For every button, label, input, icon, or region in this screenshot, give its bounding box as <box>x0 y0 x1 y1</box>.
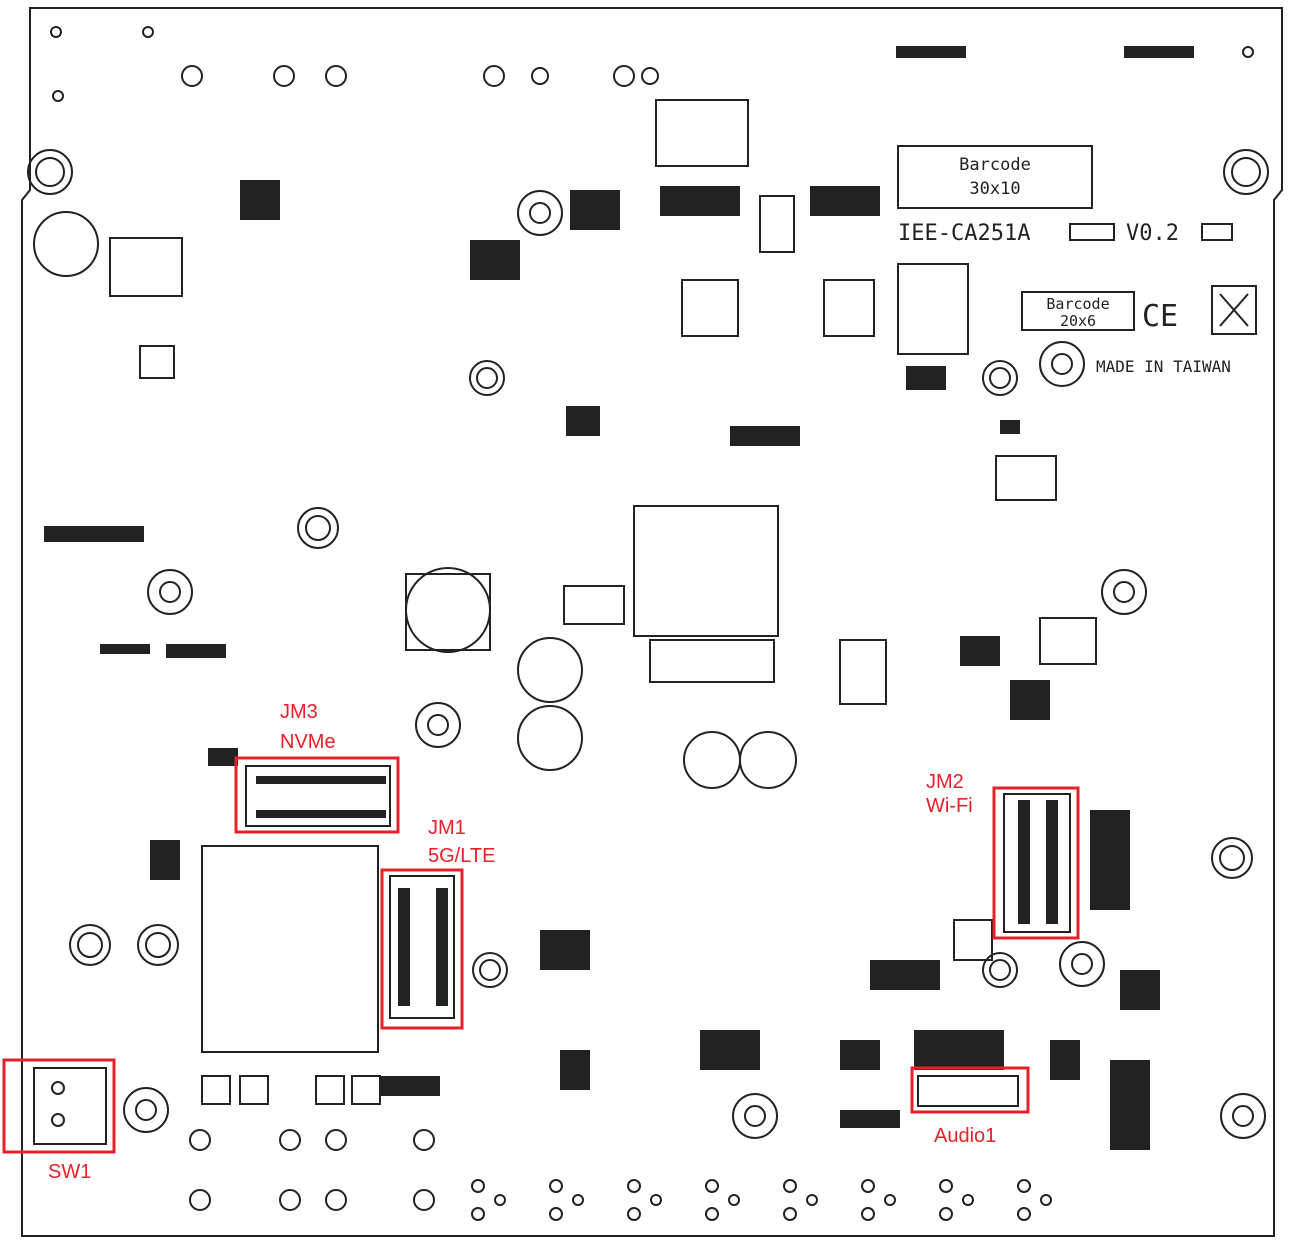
jm1-name-label: JM1 <box>428 817 466 839</box>
soc-package <box>201 845 379 1053</box>
callout-box-jm2 <box>992 786 1080 940</box>
callout-box-audio1 <box>910 1066 1030 1114</box>
weee-symbol-box <box>1211 285 1257 335</box>
barcode-small-box <box>1021 291 1135 331</box>
top-connector-pads <box>50 26 1254 102</box>
barcode-small-line1: Barcode <box>1046 295 1109 313</box>
callout-box-sw1 <box>2 1058 116 1154</box>
barcode-large-line1: Barcode <box>959 155 1031 175</box>
main-heatsink-block <box>633 505 779 637</box>
board-outline <box>21 7 1283 1237</box>
barcode-large-box <box>897 145 1093 209</box>
callout-box-jm1 <box>380 868 464 1030</box>
capacitor-2 <box>517 705 583 771</box>
capacitor-4 <box>739 731 797 789</box>
board-model: IEE-CA251A <box>898 221 1030 246</box>
capacitor-3 <box>683 731 741 789</box>
bottom-io-pads <box>189 1129 1052 1221</box>
callout-box-jm3 <box>234 756 400 834</box>
barcode-large-line2: 30x10 <box>969 179 1020 199</box>
battery-holder <box>33 211 99 277</box>
callout-boxes <box>2 756 1080 1154</box>
jm2-name-label: JM2 <box>926 771 964 793</box>
component-clusters <box>44 46 1194 1150</box>
jm2-type-label: Wi-Fi <box>926 795 973 817</box>
mounting-holes <box>27 149 1269 1139</box>
board-version: V0.2 <box>1126 221 1179 246</box>
sw1-switch-body <box>33 1067 107 1145</box>
inductor-case <box>405 573 491 651</box>
audio1-label: Audio1 <box>934 1125 996 1147</box>
audio-header-body <box>917 1075 1019 1107</box>
jm3-name-label: JM3 <box>280 701 318 723</box>
capacitor-1 <box>517 637 583 703</box>
jm1-type-label: 5G/LTE <box>428 845 495 867</box>
m2-connector-jm2 <box>1003 793 1071 933</box>
inductor-large <box>405 567 491 653</box>
ce-mark: CE <box>1142 299 1178 334</box>
jm3-type-label: NVMe <box>280 731 336 753</box>
origin-text: MADE IN TAIWAN <box>1096 357 1231 376</box>
m2-connector-jm3 <box>245 765 391 827</box>
m2-connector-jm1 <box>389 875 455 1019</box>
barcode-small-line2: 20x6 <box>1060 312 1096 330</box>
sw1-label: SW1 <box>48 1161 91 1183</box>
